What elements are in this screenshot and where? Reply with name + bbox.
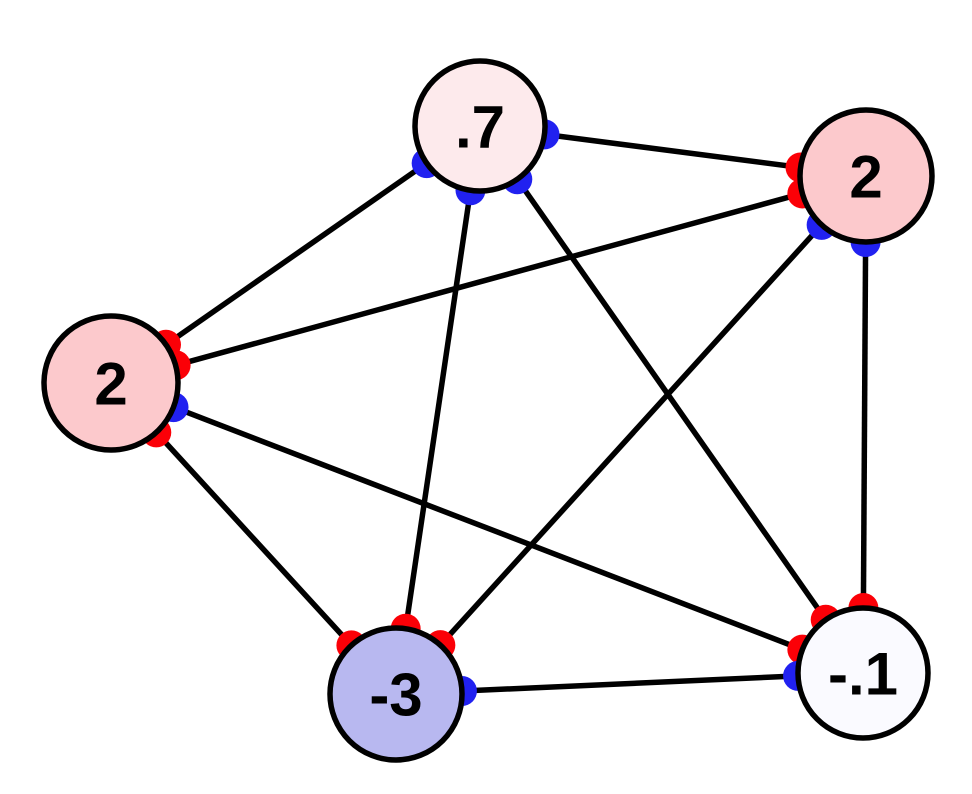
weight-dots-layer [141,119,881,707]
node-label: 2 [94,351,127,418]
node-bottom[interactable]: -3 [327,625,465,763]
node-left[interactable]: 2 [41,313,181,453]
edge-top-right-left[interactable] [110,173,867,386]
edge-top-bottom-right[interactable] [477,124,866,675]
nodes-layer: .7 2 2 -3 -.1 [41,58,935,763]
edge-top-bottom[interactable] [393,125,483,695]
edge-top-right-bottom[interactable] [393,174,869,696]
node-circle[interactable] [412,58,548,194]
edges-layer [108,123,869,697]
node-top[interactable]: .7 [412,58,548,194]
node-label: -3 [369,662,422,729]
node-circle[interactable] [795,605,931,741]
node-bottom-right[interactable]: -.1 [795,605,931,741]
node-circle[interactable] [41,313,181,453]
node-circle[interactable] [797,107,935,245]
edge-top-right-bottom-right[interactable] [860,175,869,674]
node-circle[interactable] [327,625,465,763]
node-top-right[interactable]: 2 [797,107,935,245]
node-label: -.1 [828,641,898,708]
node-label: .7 [455,94,505,161]
edge-left-bottom-right[interactable] [110,380,864,676]
node-label: 2 [849,144,882,211]
